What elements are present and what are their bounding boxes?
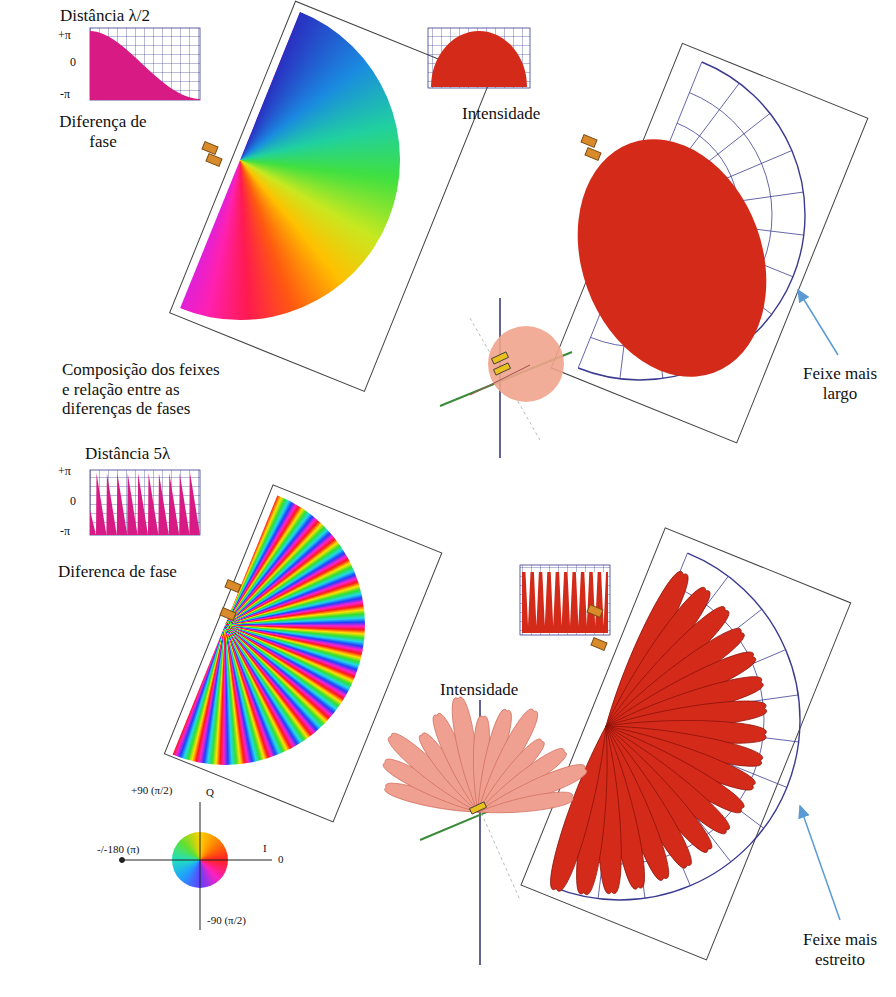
intensity-notch	[584, 572, 589, 626]
intensity-curve	[522, 572, 608, 633]
caption-label: Distância 5λ	[85, 444, 170, 464]
intensity-notch	[534, 572, 539, 626]
intensity-notch	[542, 572, 547, 626]
caption-label: Diferença de fase	[48, 112, 158, 151]
axis-label: 0	[70, 56, 76, 70]
phase-curve	[90, 473, 200, 535]
antenna	[469, 802, 486, 814]
intensity-notch	[526, 572, 531, 626]
axis-label: Q	[205, 786, 215, 799]
iq-axes	[120, 802, 273, 930]
intensity-notch	[551, 572, 556, 626]
drawing-rect	[521, 528, 851, 960]
axis-label: +90 (π/2)	[130, 784, 173, 797]
axis-label: I	[262, 842, 268, 855]
intensity-notch	[601, 572, 606, 626]
beam-lobe	[478, 792, 573, 813]
drawing-circle	[488, 326, 564, 402]
phase-curve	[90, 31, 200, 100]
intensity-notch	[576, 572, 581, 626]
axis-label: -90 (π/2)	[206, 914, 247, 927]
beam-3d	[440, 298, 572, 458]
axis-label: -/-180 (π)	[96, 843, 141, 856]
beam-lobe	[551, 571, 767, 894]
intensity-notch	[568, 572, 573, 626]
antenna	[202, 135, 607, 651]
drawing-rect	[225, 580, 241, 593]
intensity-notch	[559, 572, 564, 626]
drawing-rect	[587, 605, 603, 618]
axis-label: 0	[70, 495, 76, 509]
caption-label: Feixe mais largo	[796, 364, 884, 403]
drawing-rect	[202, 142, 218, 155]
intensity-notch	[526, 572, 607, 626]
caption-label: Distância λ/2	[60, 6, 150, 26]
drawing-rect	[591, 638, 607, 651]
drawing-circle	[120, 858, 125, 863]
axis-label: -π	[60, 88, 70, 102]
intensity-curve	[431, 31, 527, 87]
axis-label: -π	[60, 525, 70, 539]
drawing-rect	[493, 363, 510, 375]
drawing-rect	[585, 148, 601, 161]
drawing-rect	[581, 135, 597, 148]
phase-curve	[90, 473, 200, 535]
intensity-chart	[520, 565, 610, 635]
phase-chart	[90, 470, 200, 535]
phase-chart	[90, 28, 200, 100]
intensity-chart	[428, 28, 530, 88]
caption-label: Intensidade	[440, 680, 518, 700]
caption-label: Diferenca de fase	[58, 562, 177, 582]
drawing-rect	[491, 352, 508, 364]
drawing-rect	[206, 154, 222, 167]
drawing-line	[200, 802, 201, 930]
drawing-rect	[220, 608, 236, 621]
axis-label: +π	[58, 465, 71, 479]
polar-plot	[521, 528, 860, 964]
beam-3d	[383, 697, 587, 965]
caption-label: Feixe mais estreito	[796, 930, 884, 969]
beam-lobe	[478, 765, 587, 812]
axis-label: +π	[58, 29, 71, 43]
leader-arrow	[798, 290, 838, 355]
leader-arrow	[800, 806, 840, 920]
caption-label: Composição dos feixes e relação entre as…	[62, 360, 222, 419]
intensity-notch	[593, 572, 598, 626]
axis-label: 0	[277, 853, 285, 866]
beam-lobe	[546, 113, 799, 404]
caption-label: Intensidade	[462, 104, 540, 124]
drawing-line	[122, 860, 272, 861]
